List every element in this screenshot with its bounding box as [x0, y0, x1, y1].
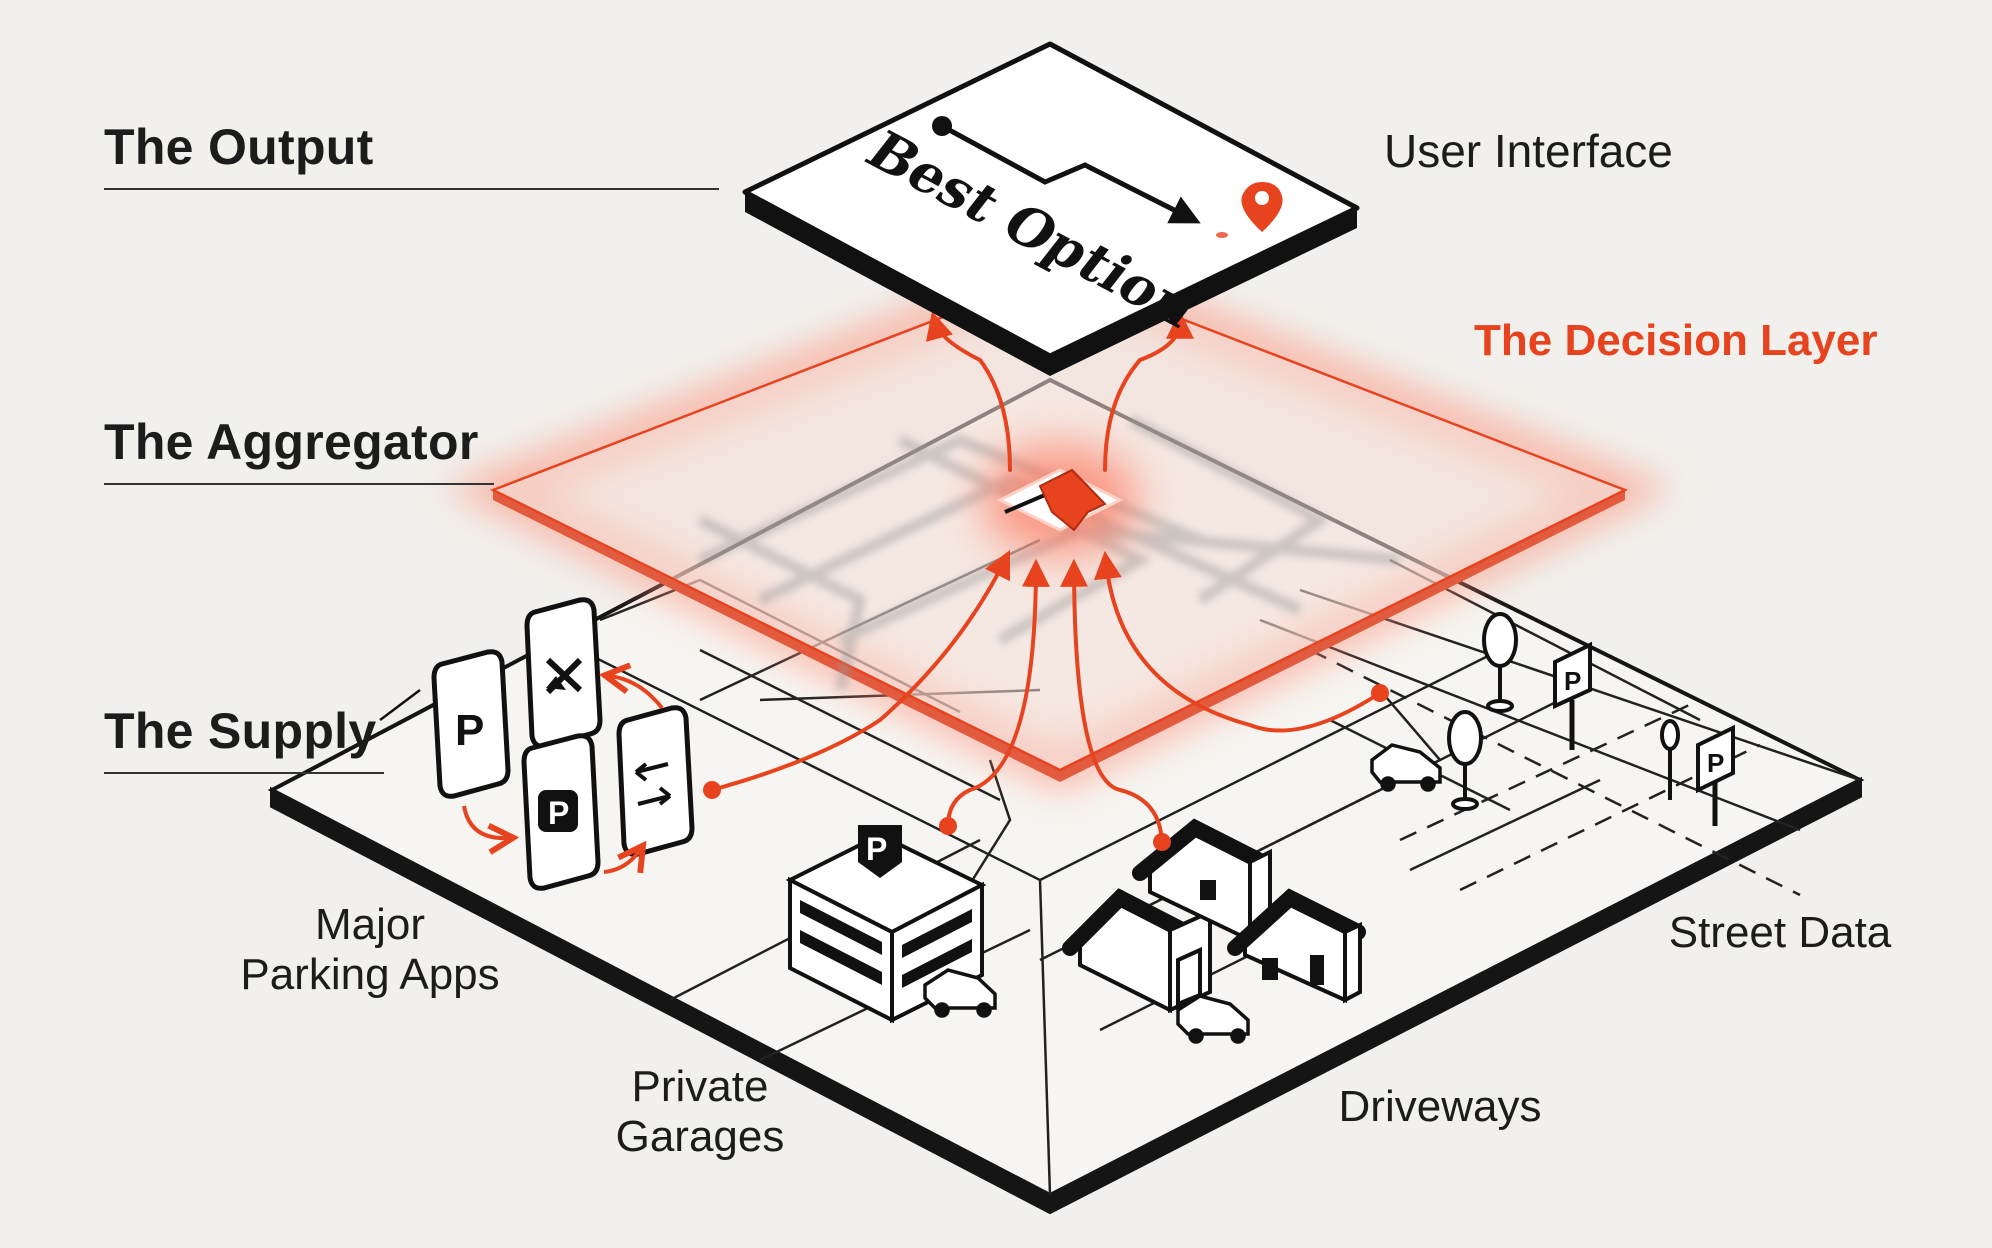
car-icon [1176, 994, 1250, 1044]
phone-p-icon: P [548, 795, 569, 831]
parking-sign-icon: P [1696, 724, 1735, 826]
house-icon [1062, 888, 1212, 1014]
parking-meter-icon [1447, 710, 1483, 811]
parking-apps-cluster: P P [379, 597, 695, 891]
label-private-garages: Private Garages [615, 1062, 785, 1161]
label-the-aggregator: The Aggregator [104, 414, 479, 470]
car-icon [923, 968, 997, 1018]
parking-meter-icon [1482, 612, 1518, 713]
rule-output [104, 188, 719, 190]
phone-app-icon [524, 597, 603, 749]
label-the-output: The Output [104, 119, 374, 175]
flow-arrows [710, 310, 1382, 844]
parking-sign-icon: P [1553, 641, 1592, 750]
svg-text:P: P [866, 831, 887, 867]
parking-pin-icon: P [858, 825, 902, 878]
label-decision-layer: The Decision Layer [1474, 316, 1878, 365]
label-driveways: Driveways [1338, 1082, 1542, 1131]
label-the-supply: The Supply [104, 703, 377, 759]
phone-app-icon [616, 705, 695, 857]
house-icon [1227, 888, 1366, 1004]
source-dots [703, 684, 1389, 851]
aggregator-plane [443, 250, 1675, 793]
rule-supply [104, 772, 384, 774]
location-pin-icon [1216, 182, 1283, 238]
phone-app-icon: P [521, 733, 601, 891]
svg-text:P: P [1707, 748, 1724, 778]
label-major-parking-apps: Major Parking Apps [240, 900, 500, 999]
svg-text:P: P [1564, 666, 1581, 696]
phone-p-icon: P [455, 706, 484, 755]
label-user-interface: User Interface [1384, 125, 1673, 177]
meter-pole-icon [1660, 719, 1680, 800]
car-icon [1370, 743, 1442, 792]
flag-icon [1004, 468, 1107, 532]
output-card: Best Option [742, 41, 1360, 376]
phone-app-icon: P [431, 649, 511, 799]
label-street-data: Street Data [1668, 908, 1892, 957]
rule-aggregator [104, 483, 494, 485]
